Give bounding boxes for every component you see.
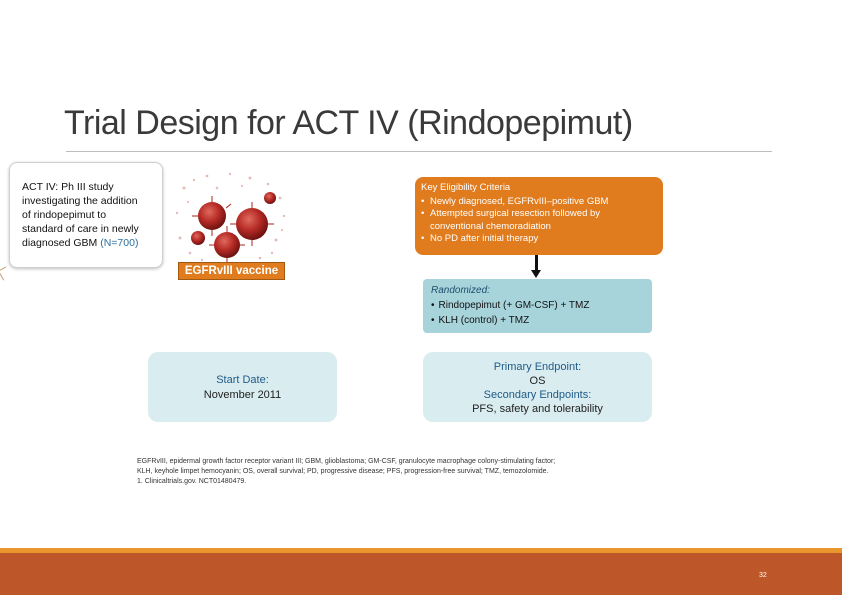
primary-endpoint-label: Primary Endpoint: bbox=[493, 361, 582, 373]
primary-endpoint-value: OS bbox=[529, 375, 546, 387]
vaccine-label: EGFRvIII vaccine bbox=[178, 262, 285, 280]
eligibility-criteria-box: Key Eligibility Criteria Newly diagnosed… bbox=[415, 177, 663, 255]
reference-line: 1. Clinicaltrials.gov. NCT01480479. bbox=[137, 478, 247, 485]
secondary-endpoints-label: Secondary Endpoints: bbox=[483, 389, 592, 401]
study-line-text: diagnosed GBM bbox=[22, 237, 101, 249]
eligibility-list: Newly diagnosed, EGFRvIII–positive GBM A… bbox=[421, 196, 655, 246]
eligibility-heading: Key Eligibility Criteria bbox=[421, 182, 511, 193]
title-divider bbox=[66, 151, 772, 152]
study-line: standard of care in newly bbox=[22, 223, 139, 235]
page-number: 32 bbox=[759, 572, 767, 579]
study-line: of rindopepimut to bbox=[22, 209, 107, 221]
treatment-arm: Rindopepimut (+ GM-CSF) + TMZ bbox=[431, 298, 652, 313]
start-date-value: November 2011 bbox=[203, 389, 282, 401]
study-box-tail bbox=[0, 266, 12, 281]
study-line: diagnosed GBM (N=700) bbox=[22, 236, 162, 250]
study-line: investigating the addition bbox=[22, 195, 138, 207]
randomization-heading: Randomized: bbox=[431, 285, 490, 296]
treatment-arm: KLH (control) + TMZ bbox=[431, 313, 652, 328]
start-date-box: Start Date: November 2011 bbox=[148, 352, 337, 422]
randomization-arms: Rindopepimut (+ GM-CSF) + TMZ KLH (contr… bbox=[431, 298, 652, 328]
eligibility-item: Newly diagnosed, EGFRvIII–positive GBM bbox=[421, 196, 655, 209]
abbreviations-line: KLH, keyhole limpet hemocyanin; OS, over… bbox=[137, 468, 549, 475]
abbreviations-line: EGFRvIII, epidermal growth factor recept… bbox=[137, 458, 556, 465]
start-date-label: Start Date: bbox=[216, 374, 269, 386]
study-summary-box: ACT IV: Ph III study investigating the a… bbox=[9, 162, 163, 268]
virus-cluster-illustration bbox=[175, 172, 286, 265]
footnote: EGFRvIII, epidermal growth factor recept… bbox=[137, 457, 657, 487]
endpoints-box: Primary Endpoint: OS Secondary Endpoints… bbox=[423, 352, 652, 422]
eligibility-item: Attempted surgical resection followed by… bbox=[421, 208, 655, 233]
flow-arrow-head bbox=[531, 270, 541, 278]
eligibility-item: No PD after initial therapy bbox=[421, 233, 655, 246]
sample-size: (N=700) bbox=[100, 237, 139, 249]
study-line: ACT IV: Ph III study bbox=[22, 181, 114, 193]
footer-accent-stripe bbox=[0, 548, 842, 553]
secondary-endpoints-value: PFS, safety and tolerability bbox=[472, 403, 603, 415]
footer-bar bbox=[0, 553, 842, 595]
randomization-box: Randomized: Rindopepimut (+ GM-CSF) + TM… bbox=[423, 279, 652, 333]
flow-arrow-shaft bbox=[535, 255, 538, 271]
slide-title: Trial Design for ACT IV (Rindopepimut) bbox=[64, 104, 633, 142]
